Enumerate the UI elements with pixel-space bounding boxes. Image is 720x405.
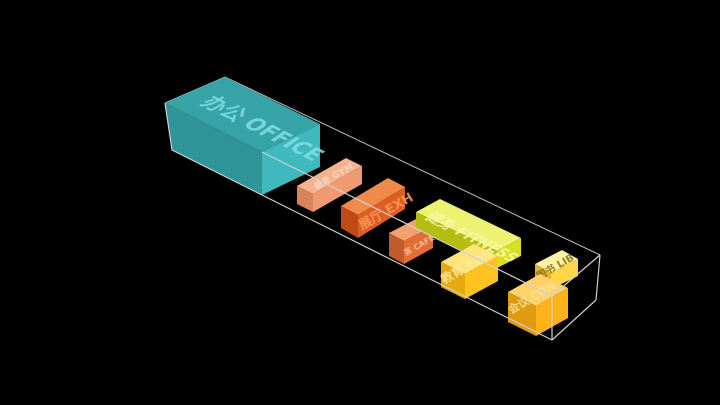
block-exhibit-left	[341, 206, 358, 238]
block-office-top	[165, 77, 320, 152]
bounding-frame-front	[164, 102, 601, 341]
block-fitness-top	[416, 199, 521, 251]
block-library-front	[551, 259, 578, 289]
block-cafe-front	[404, 226, 433, 264]
block-library-top	[535, 250, 578, 273]
block-gym-top	[297, 158, 362, 194]
block-edu-top	[441, 244, 498, 274]
block-office-front	[262, 124, 320, 195]
block-exhibit-front	[358, 187, 405, 238]
block-conference-top	[508, 274, 568, 306]
block-gym-left	[297, 186, 313, 212]
block-edu-front	[465, 256, 498, 299]
block-office-left	[165, 103, 262, 195]
block-conference-left	[508, 292, 536, 336]
block-edu-left	[441, 262, 465, 299]
block-exhibit-top	[341, 178, 405, 215]
block-fitness-front	[497, 238, 521, 268]
block-cafe-left	[389, 233, 404, 264]
